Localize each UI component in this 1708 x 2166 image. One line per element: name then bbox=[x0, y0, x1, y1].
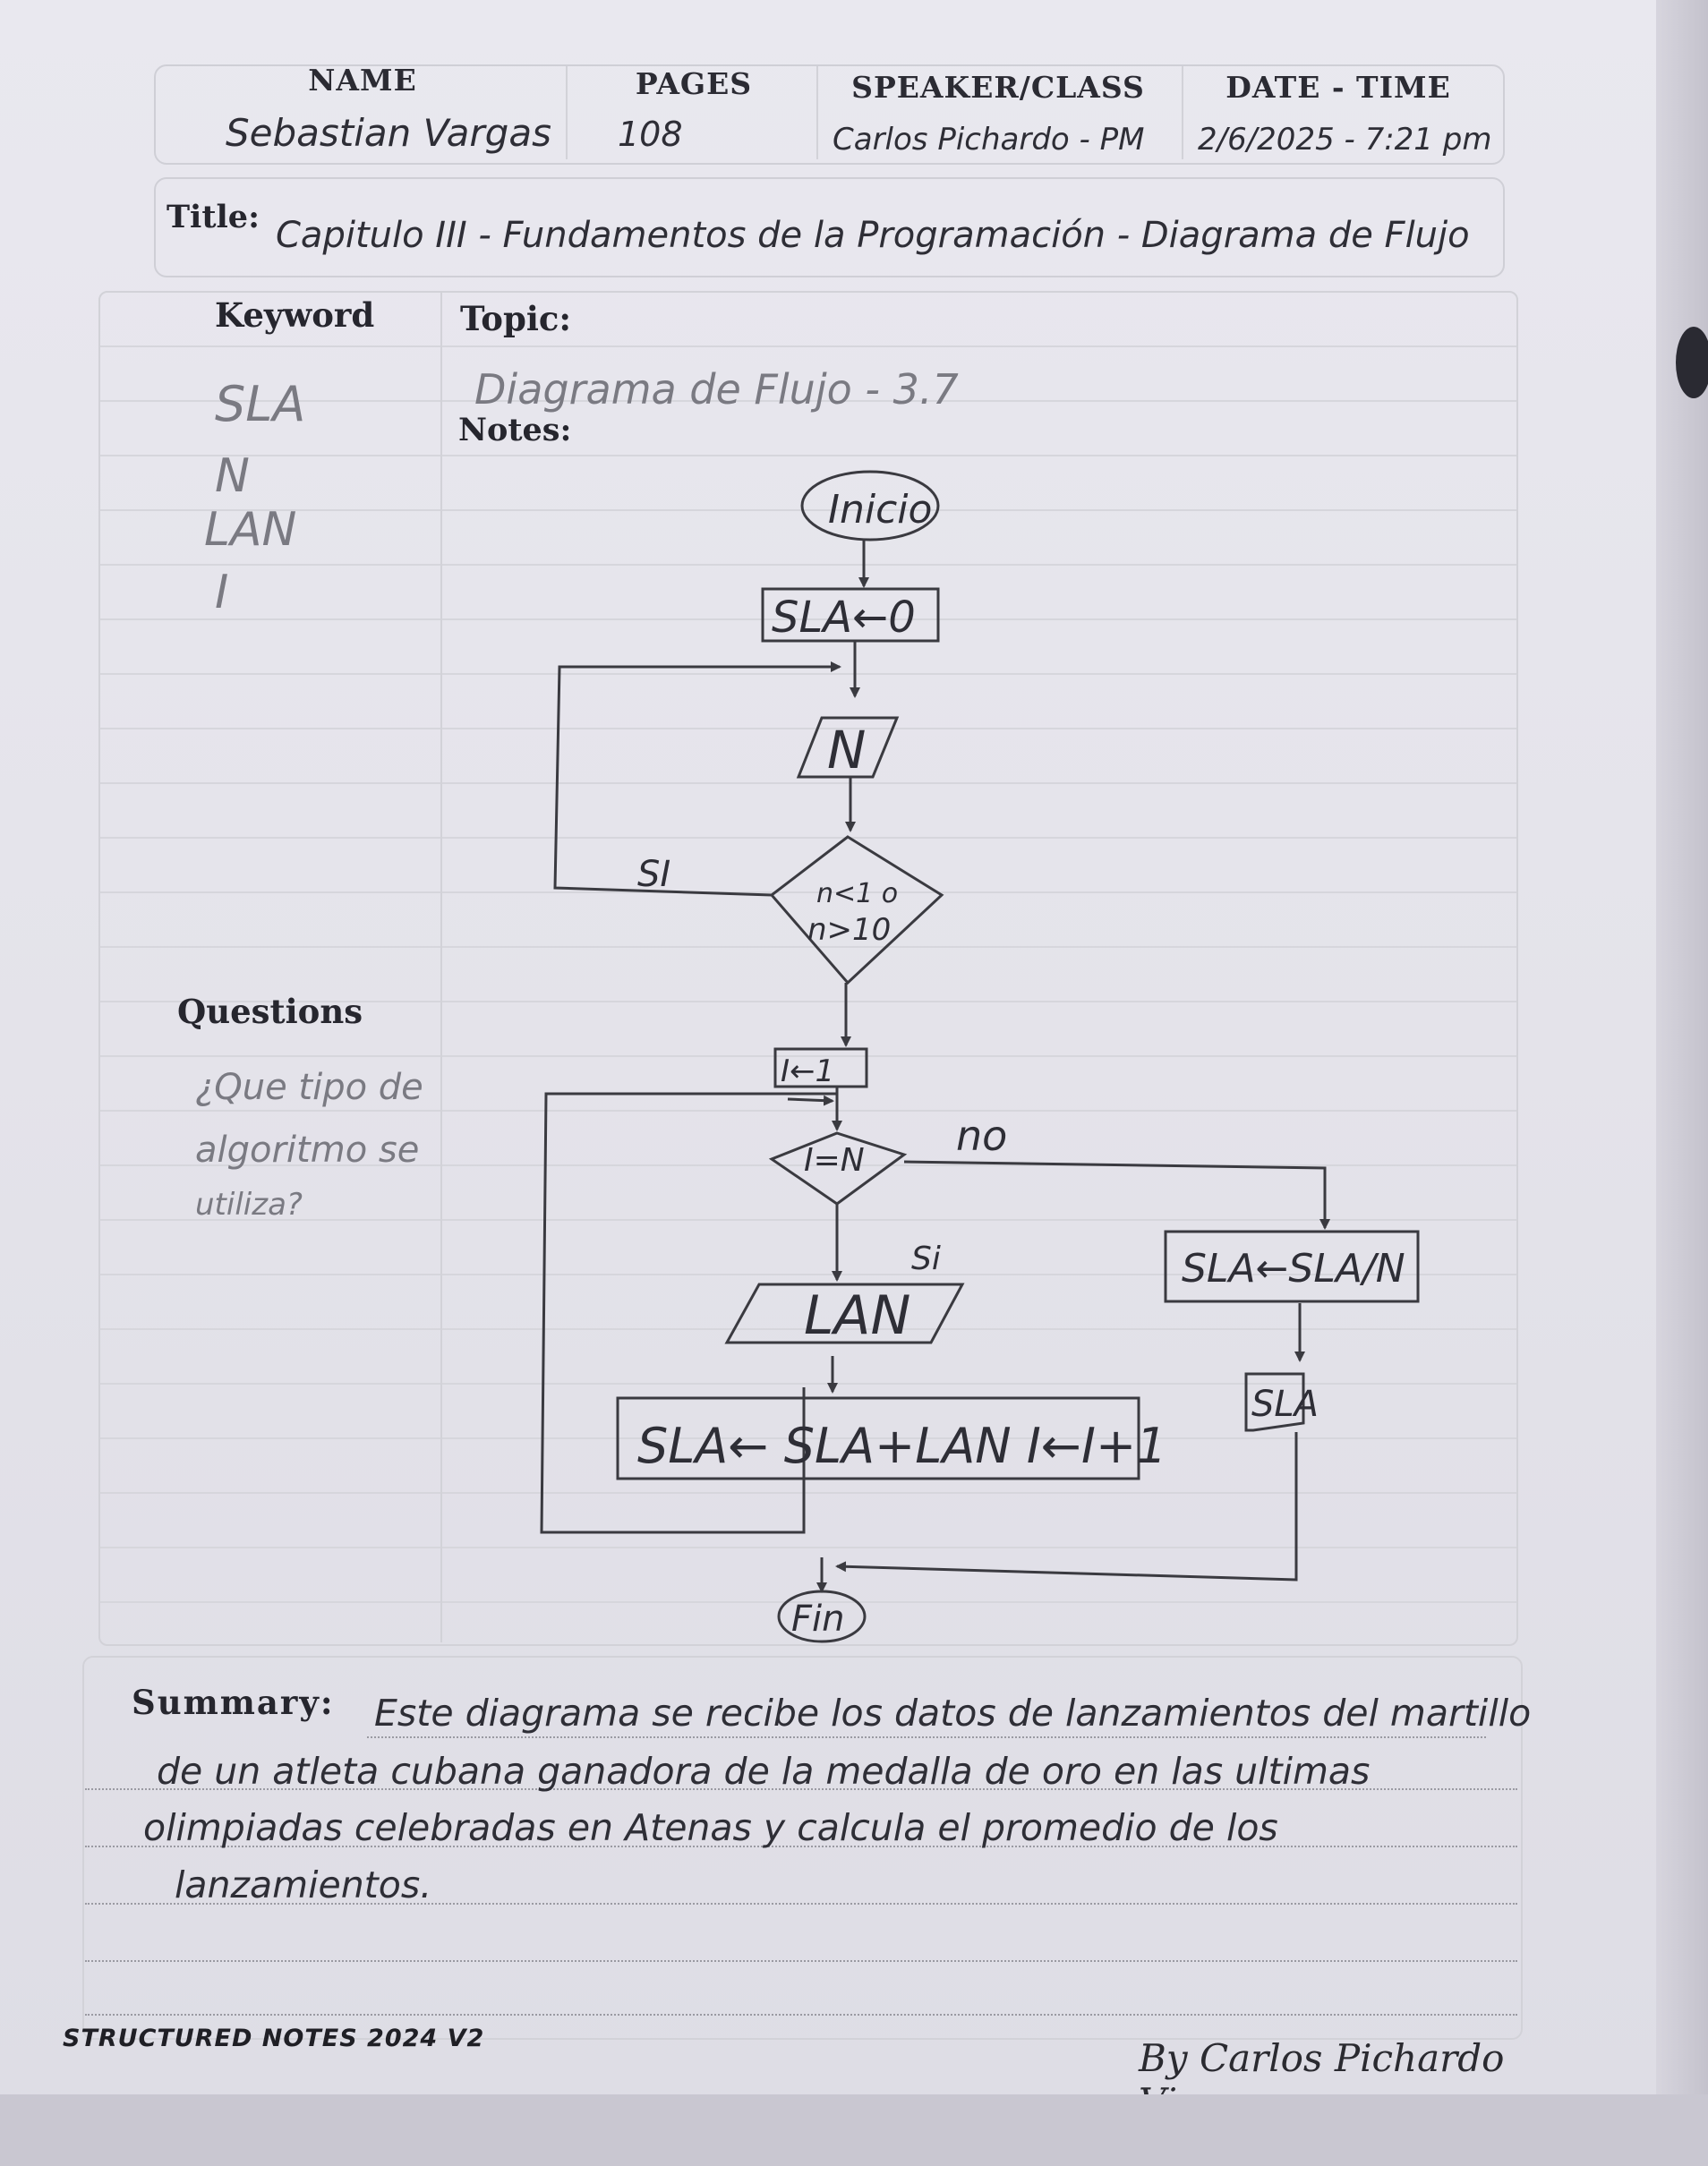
name-value: Sebastian Vargas bbox=[226, 111, 551, 155]
summary-line: olimpiadas celebradas en Atenas y calcul… bbox=[143, 1806, 1278, 1849]
input-lan-shape bbox=[724, 1283, 965, 1344]
yes2-label: Si bbox=[911, 1241, 941, 1277]
yes1-label: SI bbox=[637, 854, 670, 895]
header-box bbox=[154, 64, 1505, 165]
notebook-page: NAME PAGES SPEAKER/CLASS DATE - TIME Seb… bbox=[0, 0, 1656, 2124]
binder-hole bbox=[1676, 327, 1708, 398]
cond1-line1-label: n<1 o bbox=[816, 878, 898, 909]
title-value: Capitulo III - Fundamentos de la Program… bbox=[276, 215, 1470, 256]
keyword-item: LAN bbox=[204, 503, 297, 557]
keyword-item: SLA bbox=[215, 376, 306, 432]
input-n-label: N bbox=[827, 720, 866, 780]
process-label: SLA← SLA+LAN I←I+1 bbox=[637, 1418, 1167, 1474]
avg-label: SLA←SLA/N bbox=[1182, 1246, 1405, 1292]
decision-range bbox=[769, 835, 944, 985]
notes-label: Notes: bbox=[458, 412, 572, 448]
accumulate-process bbox=[616, 1396, 1140, 1480]
question-line: ¿Que tipo de bbox=[195, 1067, 423, 1108]
summary-line: lanzamientos. bbox=[175, 1863, 432, 1906]
notes-area bbox=[98, 291, 1518, 1646]
pages-value: 108 bbox=[618, 115, 683, 154]
start-terminal bbox=[800, 470, 940, 542]
end-label: Fin bbox=[791, 1599, 844, 1640]
brand-footer: STRUCTURED NOTES 2024 V2 bbox=[63, 2025, 485, 2052]
summary-box bbox=[82, 1656, 1523, 2040]
topic-value: Diagrama de Flujo - 3.7 bbox=[474, 365, 959, 414]
title-label: Title: bbox=[167, 199, 260, 235]
input-n-shape bbox=[796, 716, 900, 779]
init-process bbox=[761, 587, 940, 643]
output-label: SLA bbox=[1251, 1384, 1319, 1425]
init-i-process bbox=[773, 1047, 868, 1088]
flowchart: Inicio SLA←0 N n<1 o n>10 SI I←1 I=N no … bbox=[540, 470, 1420, 1643]
cond1-line2-label: n>10 bbox=[807, 912, 891, 948]
name-header: NAME bbox=[308, 63, 417, 98]
questions-label: Questions bbox=[177, 992, 363, 1031]
page-edge bbox=[1656, 0, 1708, 2166]
topic-label: Topic: bbox=[460, 299, 572, 338]
start-label: Inicio bbox=[828, 487, 932, 533]
speaker-value: Carlos Pichardo - PM bbox=[833, 122, 1145, 158]
input-lan-label: LAN bbox=[804, 1284, 910, 1347]
no2-label: no bbox=[956, 1112, 1007, 1160]
pages-header: PAGES bbox=[635, 66, 753, 101]
summary-line: de un atleta cubana ganadora de la medal… bbox=[157, 1750, 1371, 1793]
date-header: DATE - TIME bbox=[1225, 70, 1451, 105]
keyword-item: N bbox=[215, 449, 250, 503]
question-line: utiliza? bbox=[195, 1187, 303, 1223]
title-box bbox=[154, 177, 1505, 277]
init-i-label: I←1 bbox=[781, 1053, 834, 1089]
keyword-label: Keyword bbox=[215, 295, 375, 335]
summary-line: Este diagrama se recibe los datos de lan… bbox=[374, 1692, 1532, 1735]
end-terminal bbox=[777, 1590, 867, 1643]
keyword-item: I bbox=[215, 566, 229, 619]
init-label: SLA←0 bbox=[772, 593, 916, 643]
speaker-header: SPEAKER/CLASS bbox=[851, 70, 1145, 105]
question-line: algoritmo se bbox=[195, 1130, 420, 1171]
cond2-label: I=N bbox=[804, 1142, 865, 1179]
summary-label: Summary: bbox=[132, 1683, 335, 1722]
page-bottom-edge bbox=[0, 2094, 1708, 2166]
average-process bbox=[1164, 1230, 1420, 1303]
output-document bbox=[1244, 1372, 1305, 1432]
date-value: 2/6/2025 - 7:21 pm bbox=[1198, 122, 1492, 158]
